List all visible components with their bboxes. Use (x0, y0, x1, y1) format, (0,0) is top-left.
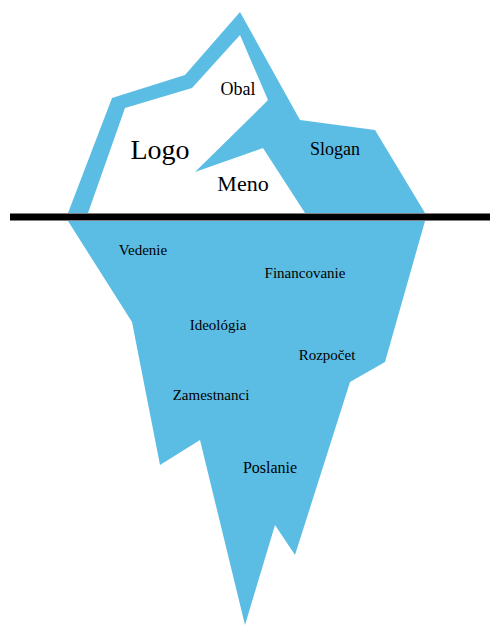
iceberg-label: Ideológia (190, 317, 247, 334)
iceberg-label: Slogan (310, 140, 360, 160)
iceberg-label: Rozpočet (299, 347, 356, 364)
iceberg-label: Logo (130, 135, 189, 166)
iceberg-label: Financovanie (265, 265, 346, 282)
iceberg-underwater (68, 221, 425, 625)
iceberg-label: Meno (217, 172, 268, 196)
iceberg-label: Poslanie (243, 459, 297, 477)
water-line (10, 214, 490, 221)
iceberg-label: Vedenie (119, 242, 167, 259)
iceberg-tip (68, 12, 425, 213)
iceberg-label: Obal (221, 80, 256, 100)
iceberg-label: Zamestnanci (173, 387, 250, 404)
iceberg-tip-inner (88, 35, 305, 213)
